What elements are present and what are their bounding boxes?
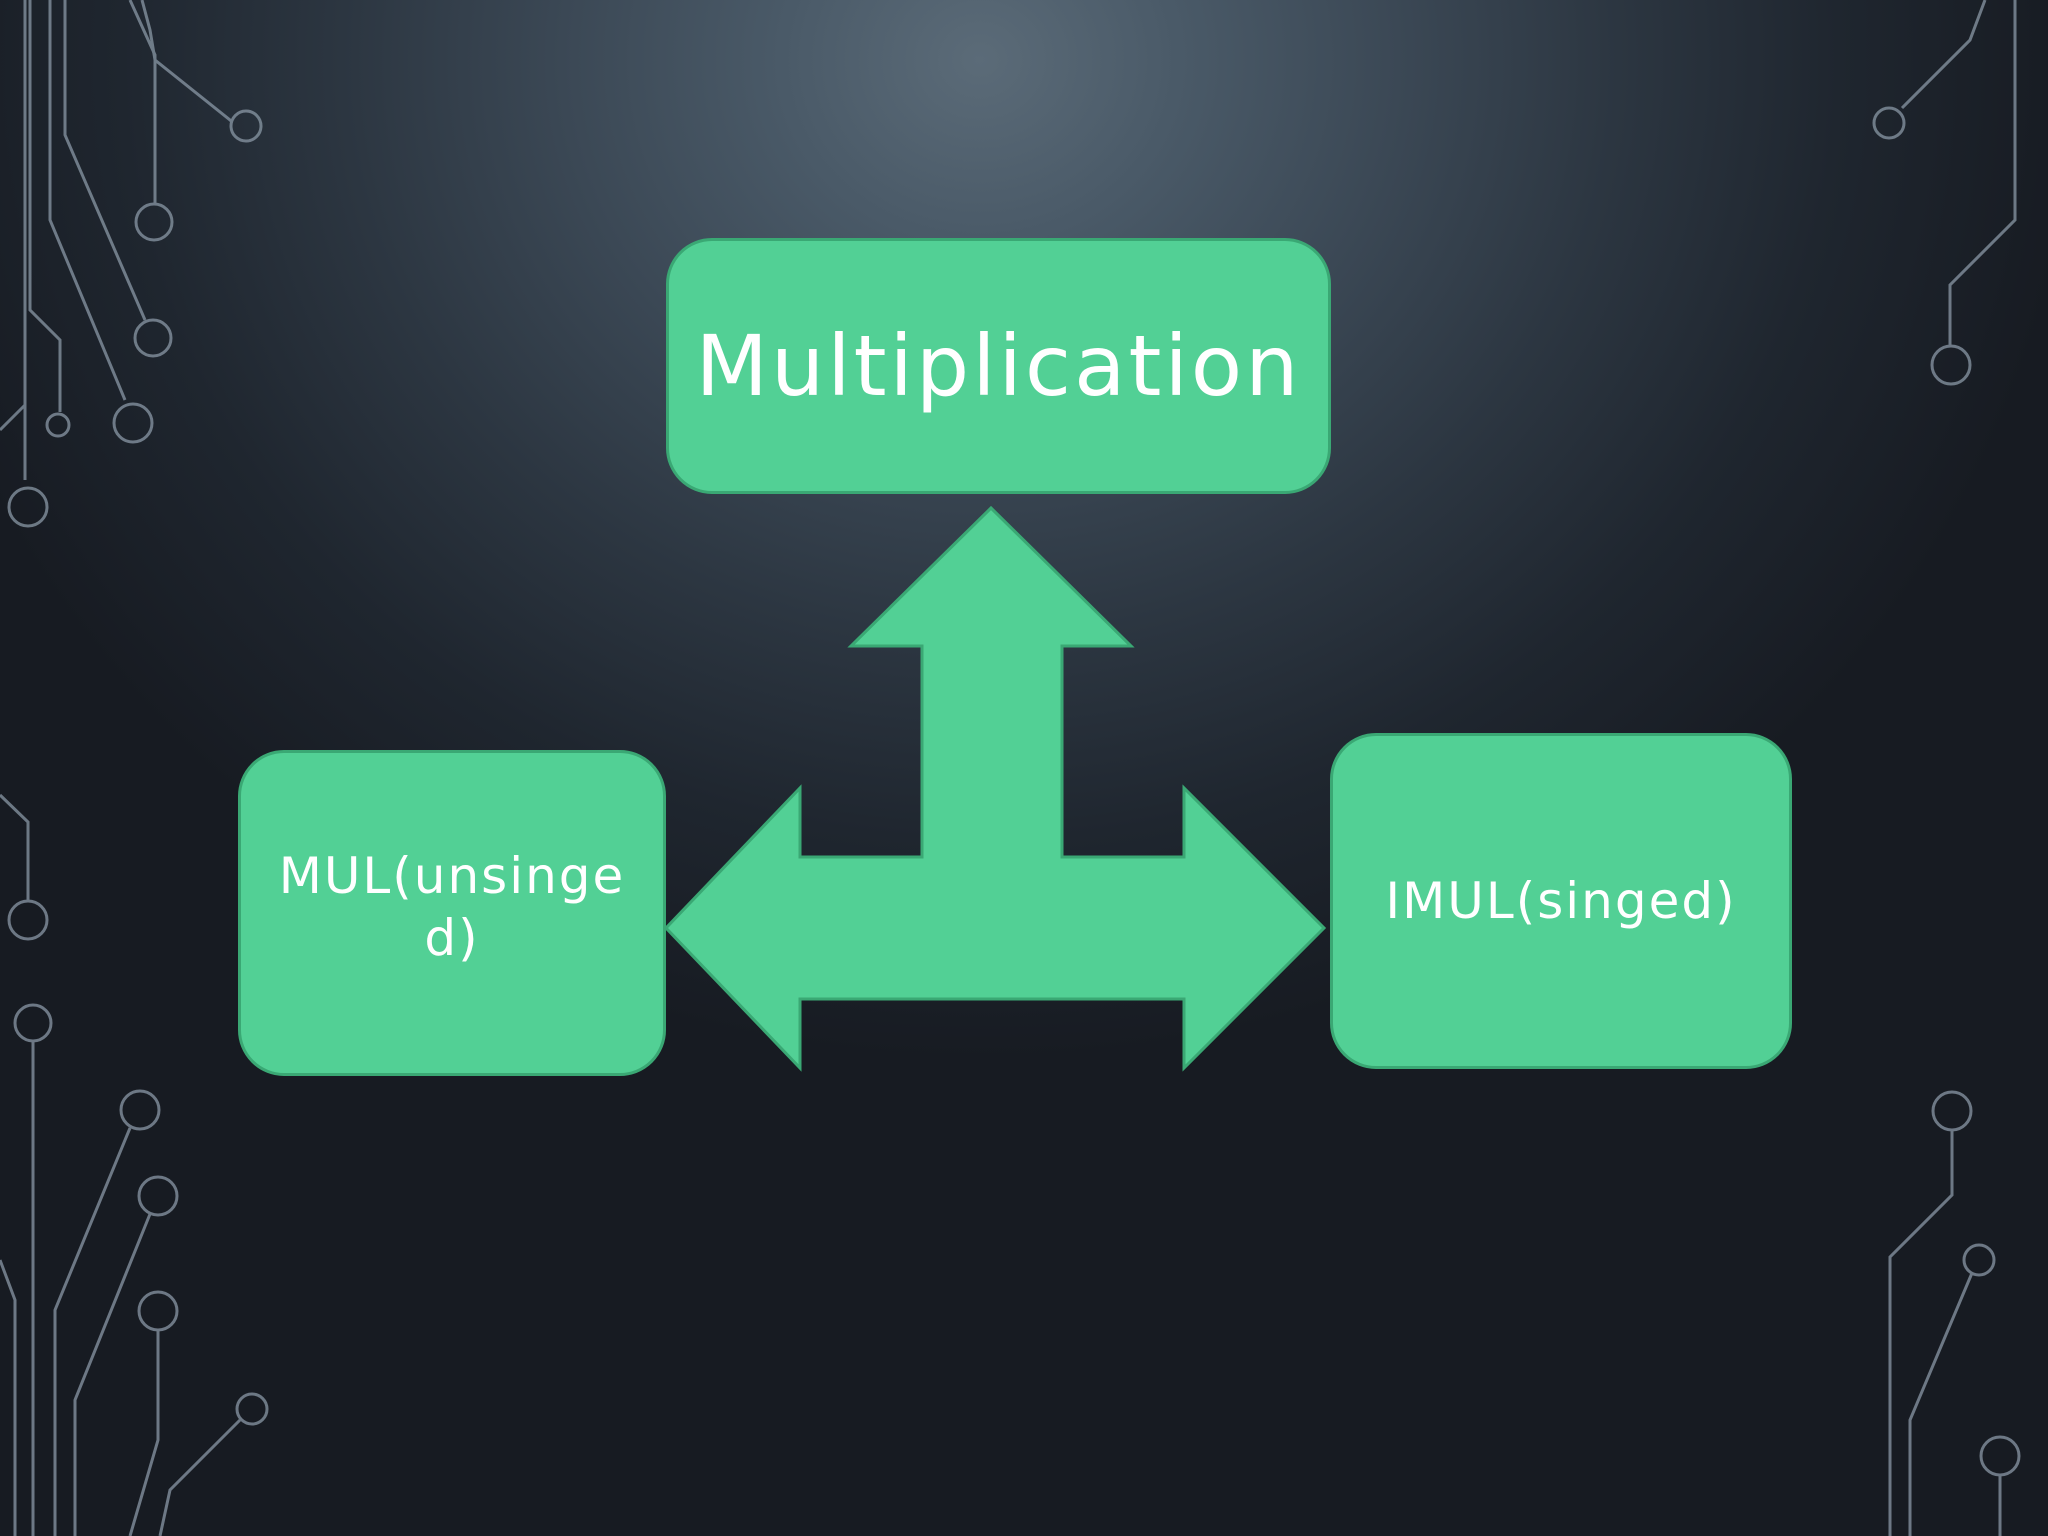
mul-unsigned-label: MUL(unsinged) [278,847,626,967]
multiplication-label: Multiplication [695,317,1302,415]
circuit-trace-icon [0,793,269,1536]
circuit-trace-icon [1872,0,2017,386]
multiplication-node: Multiplication [666,238,1331,494]
imul-signed-node: IMUL(singed) [1330,733,1792,1069]
imul-signed-label: IMUL(singed) [1385,872,1737,930]
circuit-trace-icon [0,0,263,528]
mul-unsigned-node: MUL(unsinged) [238,750,666,1076]
circuit-trace-icon [1888,1090,2021,1536]
